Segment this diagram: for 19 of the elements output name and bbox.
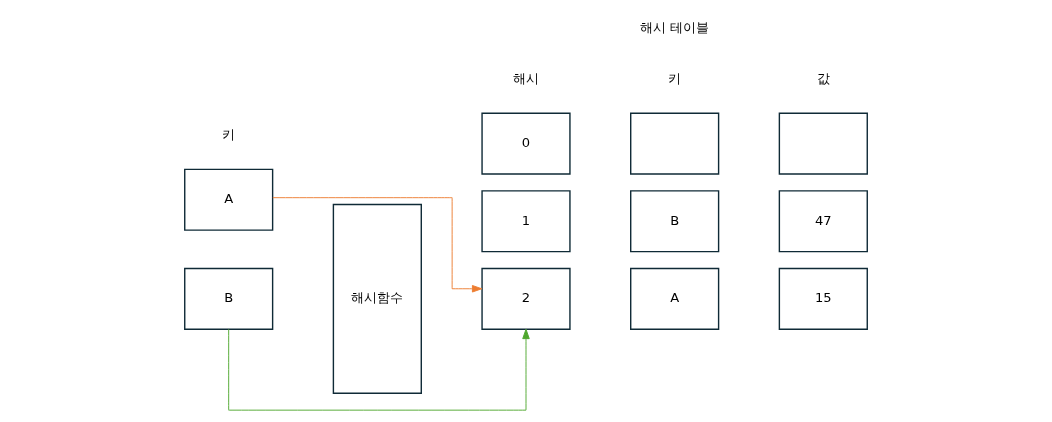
arrow xyxy=(228,328,530,411)
node-box: B xyxy=(630,190,720,253)
node-box: A xyxy=(630,267,720,330)
node-box: 1 xyxy=(481,190,571,253)
label: 키 xyxy=(668,70,682,86)
node-box: 0 xyxy=(481,112,571,175)
label: 값 xyxy=(816,70,830,86)
node-box: 해시함수 xyxy=(332,203,422,394)
label: 해시 xyxy=(513,70,539,86)
node-box: 47 xyxy=(778,190,868,253)
node-box: 2 xyxy=(481,267,571,330)
node-box xyxy=(630,112,720,175)
arrow xyxy=(272,197,483,293)
node-box xyxy=(778,112,868,175)
node-box: B xyxy=(184,267,274,330)
label: 해시 테이블 xyxy=(640,20,710,36)
node-box: A xyxy=(184,168,274,231)
label: 키 xyxy=(222,126,236,142)
node-box: 15 xyxy=(778,267,868,330)
